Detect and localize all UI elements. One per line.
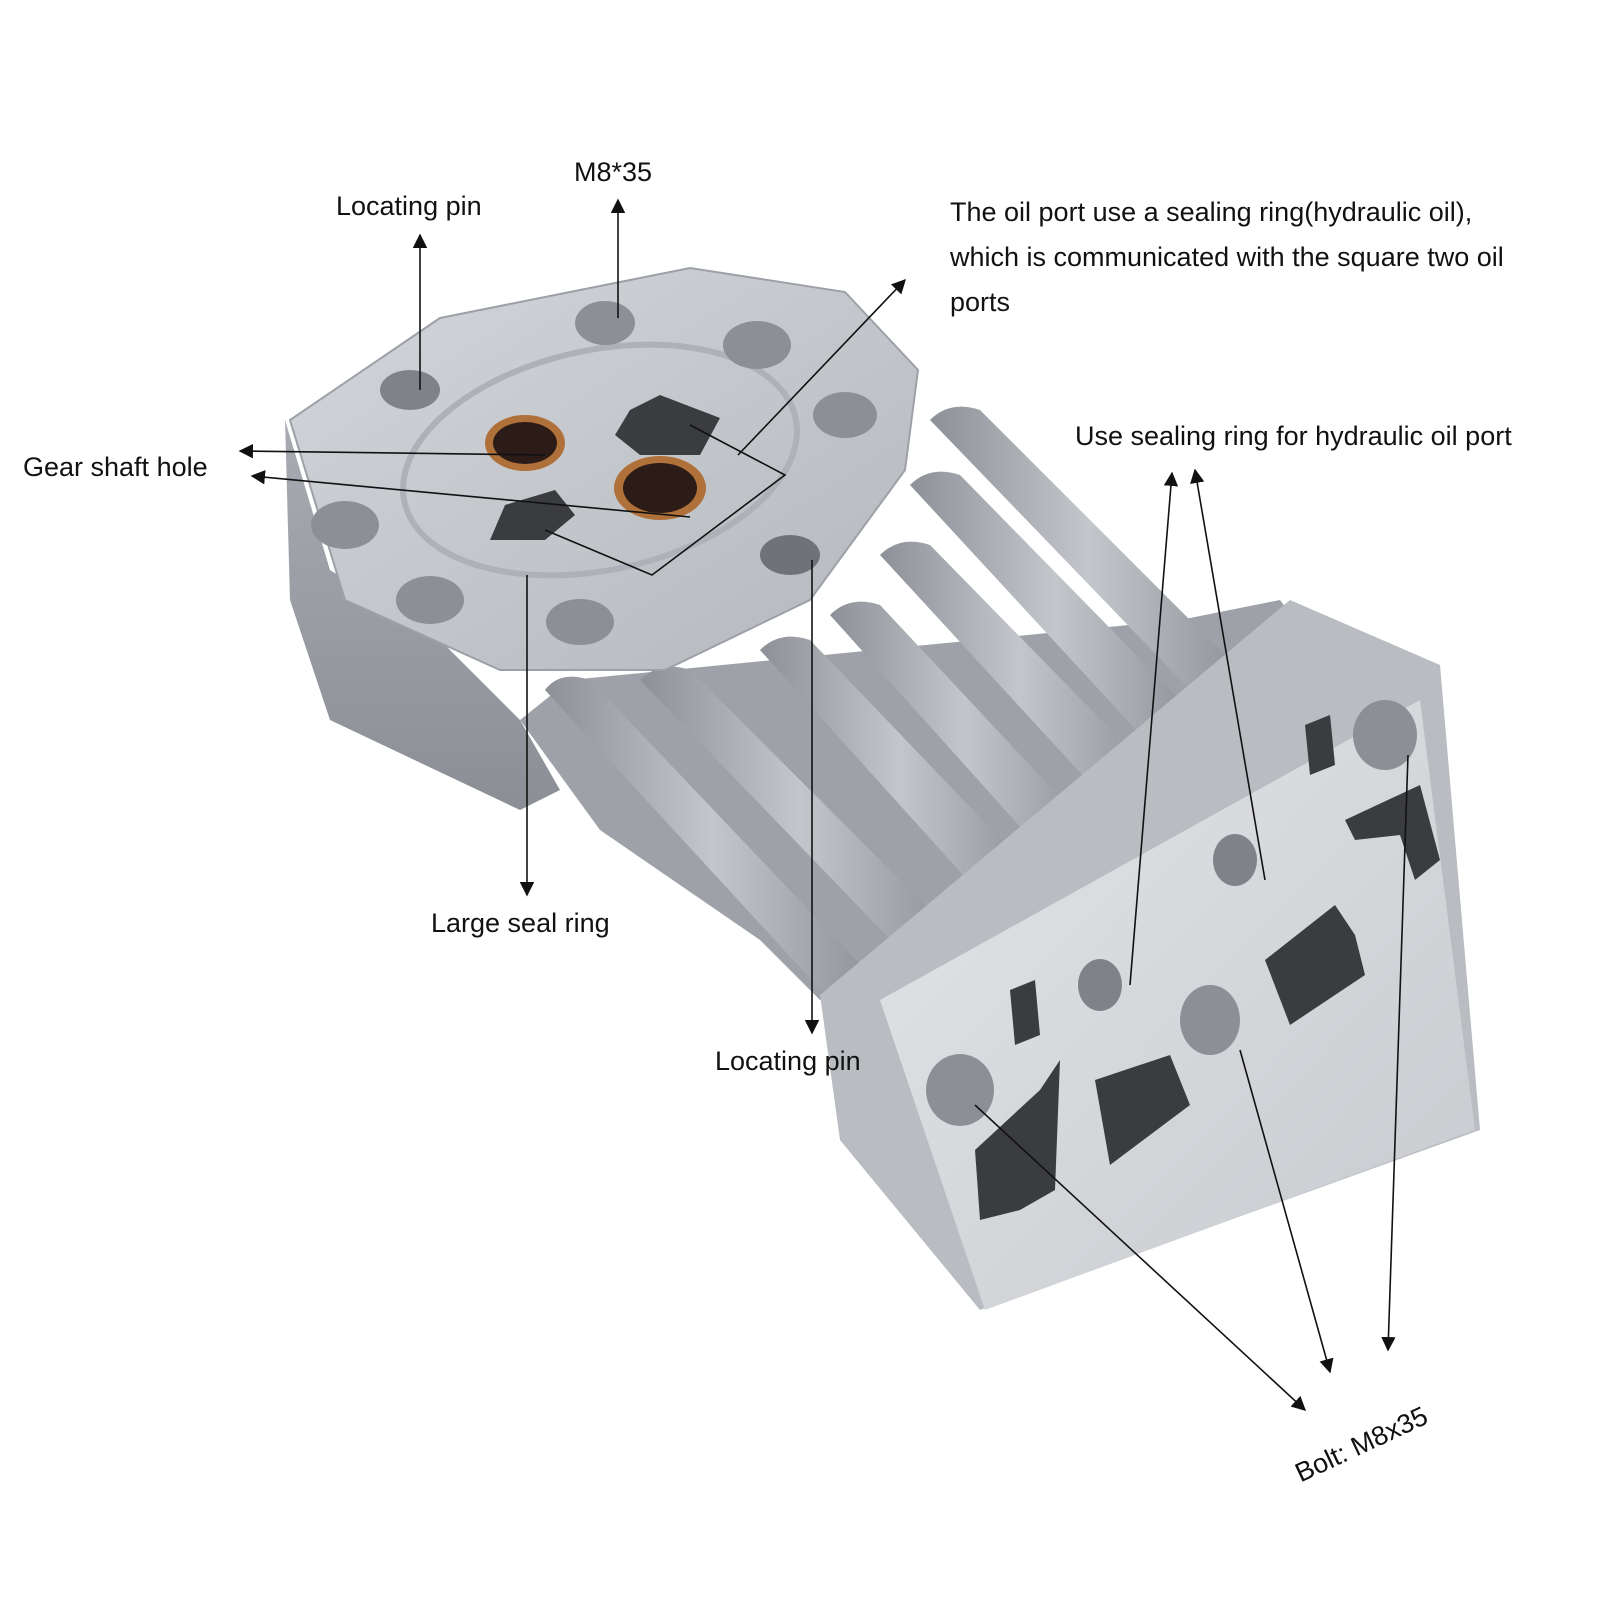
- leader-oil-port: [737, 278, 906, 456]
- label-large-seal-ring: Large seal ring: [431, 908, 610, 938]
- leader-bolt-2: [1239, 1049, 1334, 1374]
- oil-port-bracket: [544, 424, 787, 576]
- label-locating-pin-bottom: Locating pin: [715, 1046, 861, 1076]
- leader-gear-shaft-1: [238, 443, 546, 459]
- leader-sealing-ring-2: [1190, 468, 1266, 881]
- leader-bolt-3: [1381, 754, 1409, 1352]
- label-locating-pin-top: Locating pin: [336, 191, 482, 221]
- cooling-ribs: [545, 406, 1250, 1000]
- label-gear-shaft-hole: Gear shaft hole: [23, 452, 208, 482]
- leader-sealing-ring-1: [1129, 471, 1179, 986]
- leader-gear-shaft-2: [250, 470, 691, 518]
- top-flange: [288, 266, 920, 671]
- label-oil-port-note: The oil port use a sealing ring(hydrauli…: [950, 197, 1504, 317]
- label-m8-35: M8*35: [574, 157, 653, 187]
- label-use-sealing-ring: Use sealing ring for hydraulic oil port: [1075, 421, 1512, 451]
- leader-bolt-1: [974, 1104, 1307, 1411]
- leader-lines: [238, 198, 1409, 1411]
- bottom-flange: [820, 600, 1480, 1310]
